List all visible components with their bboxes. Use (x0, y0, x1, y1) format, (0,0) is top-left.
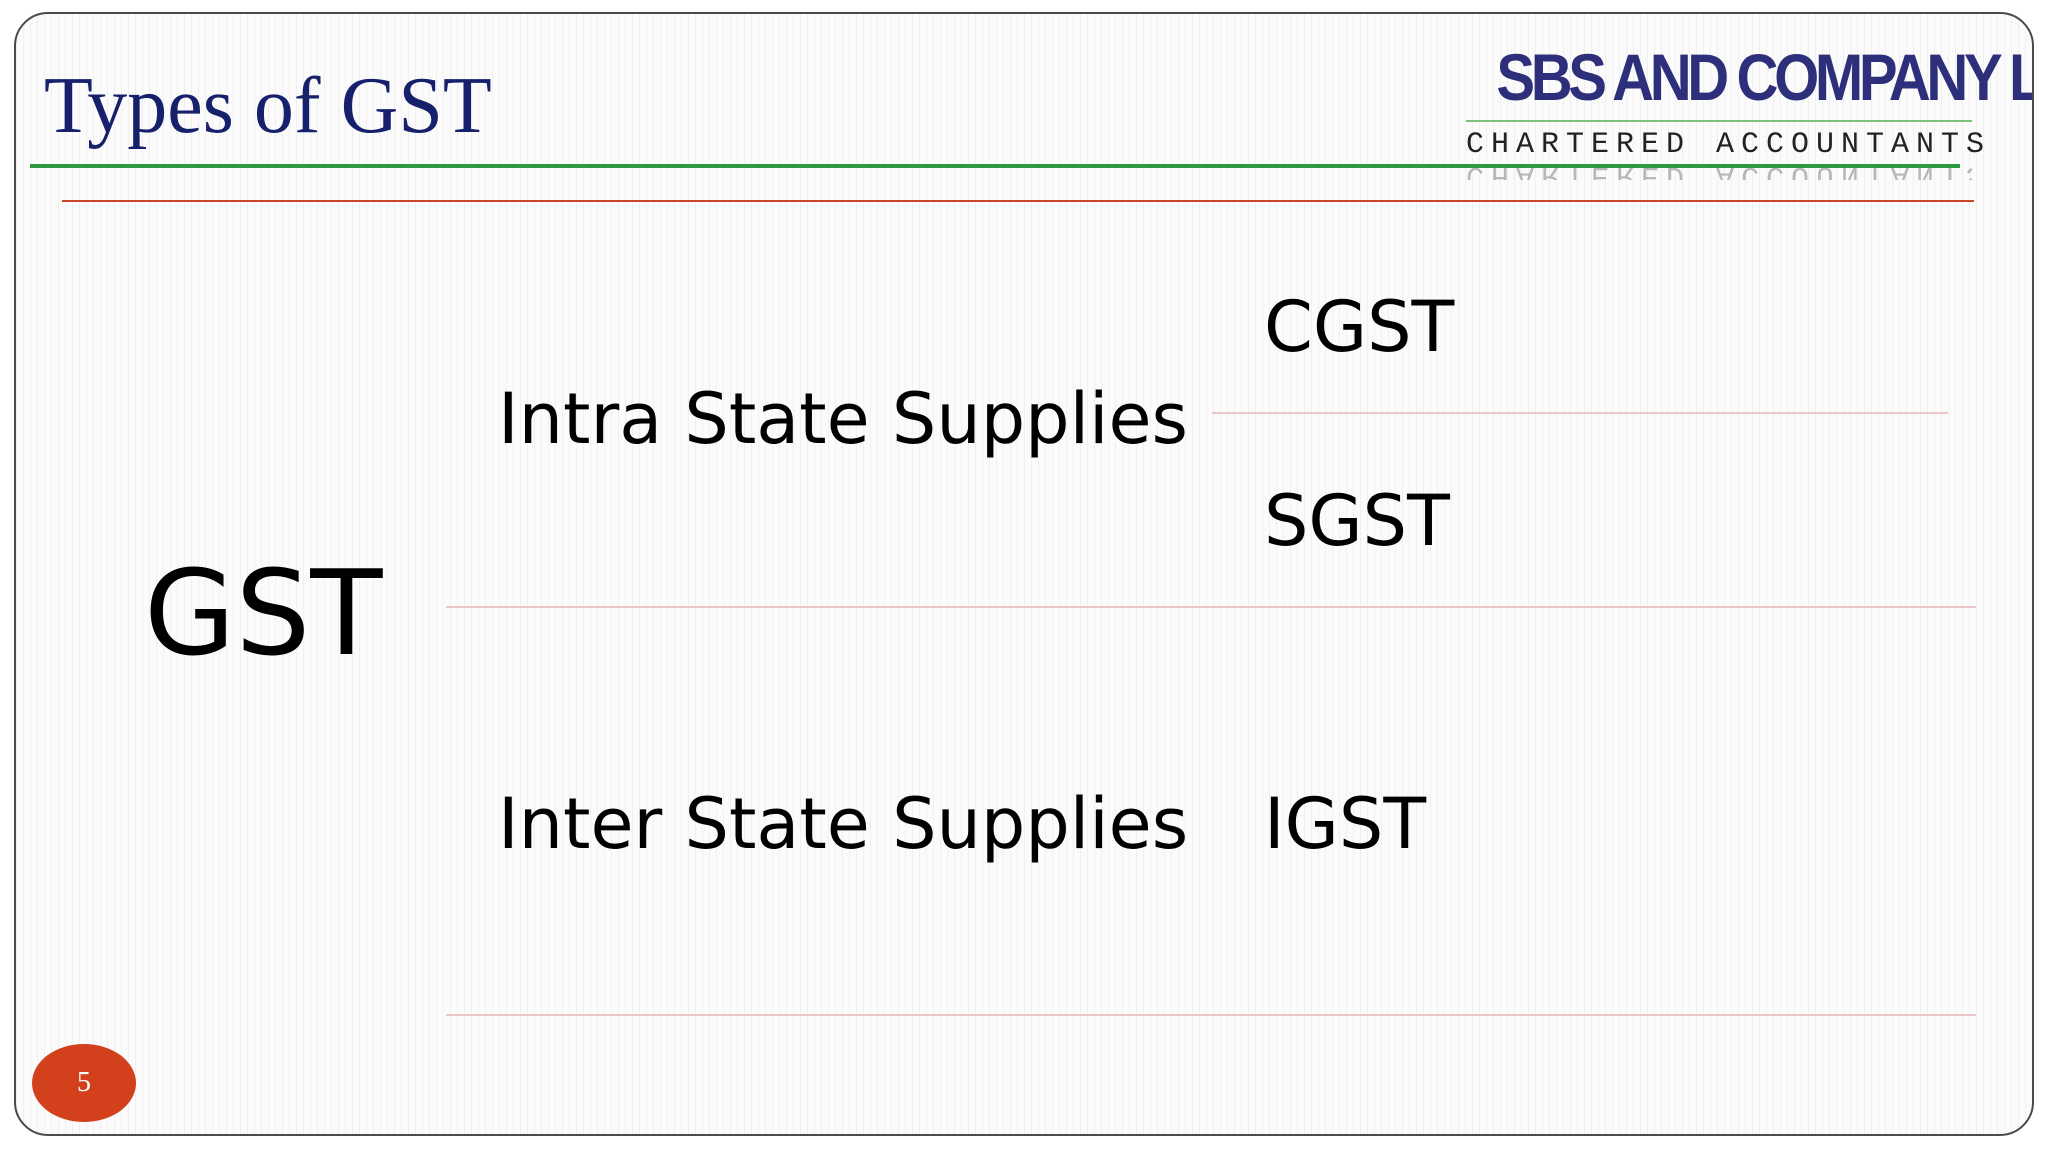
table-divider-bottom (446, 1014, 1976, 1016)
logo-divider (1466, 120, 1972, 122)
inter-state-label: Inter State Supplies (498, 783, 1189, 865)
gst-root-label: GST (144, 544, 383, 682)
header-green-rule (30, 164, 1960, 168)
intra-state-label: Intra State Supplies (498, 378, 1189, 460)
table-divider-middle (446, 606, 1976, 608)
igst-label: IGST (1264, 783, 1427, 865)
logo-tagline-reflection: CHARTERED ACCOUNTANTS (1466, 160, 1972, 180)
header-red-rule (62, 200, 1974, 202)
slide-title: Types of GST (44, 62, 492, 150)
cgst-label: CGST (1264, 286, 1455, 368)
logo-tagline-reflection-text: CHARTERED ACCOUNTANTS (1466, 160, 1972, 180)
page-number-badge: 5 (32, 1044, 136, 1122)
slide: Types of GST SBS AND COMPANY LLP CHARTER… (14, 12, 2034, 1136)
sgst-label: SGST (1264, 480, 1450, 562)
table-divider-intra (1212, 412, 1948, 414)
company-logo: SBS AND COMPANY LLP CHARTERED ACCOUNTANT… (1466, 40, 2032, 194)
logo-tagline: CHARTERED ACCOUNTANTS (1466, 128, 1992, 162)
logo-company-name: SBS AND COMPANY LLP (1496, 40, 2032, 114)
